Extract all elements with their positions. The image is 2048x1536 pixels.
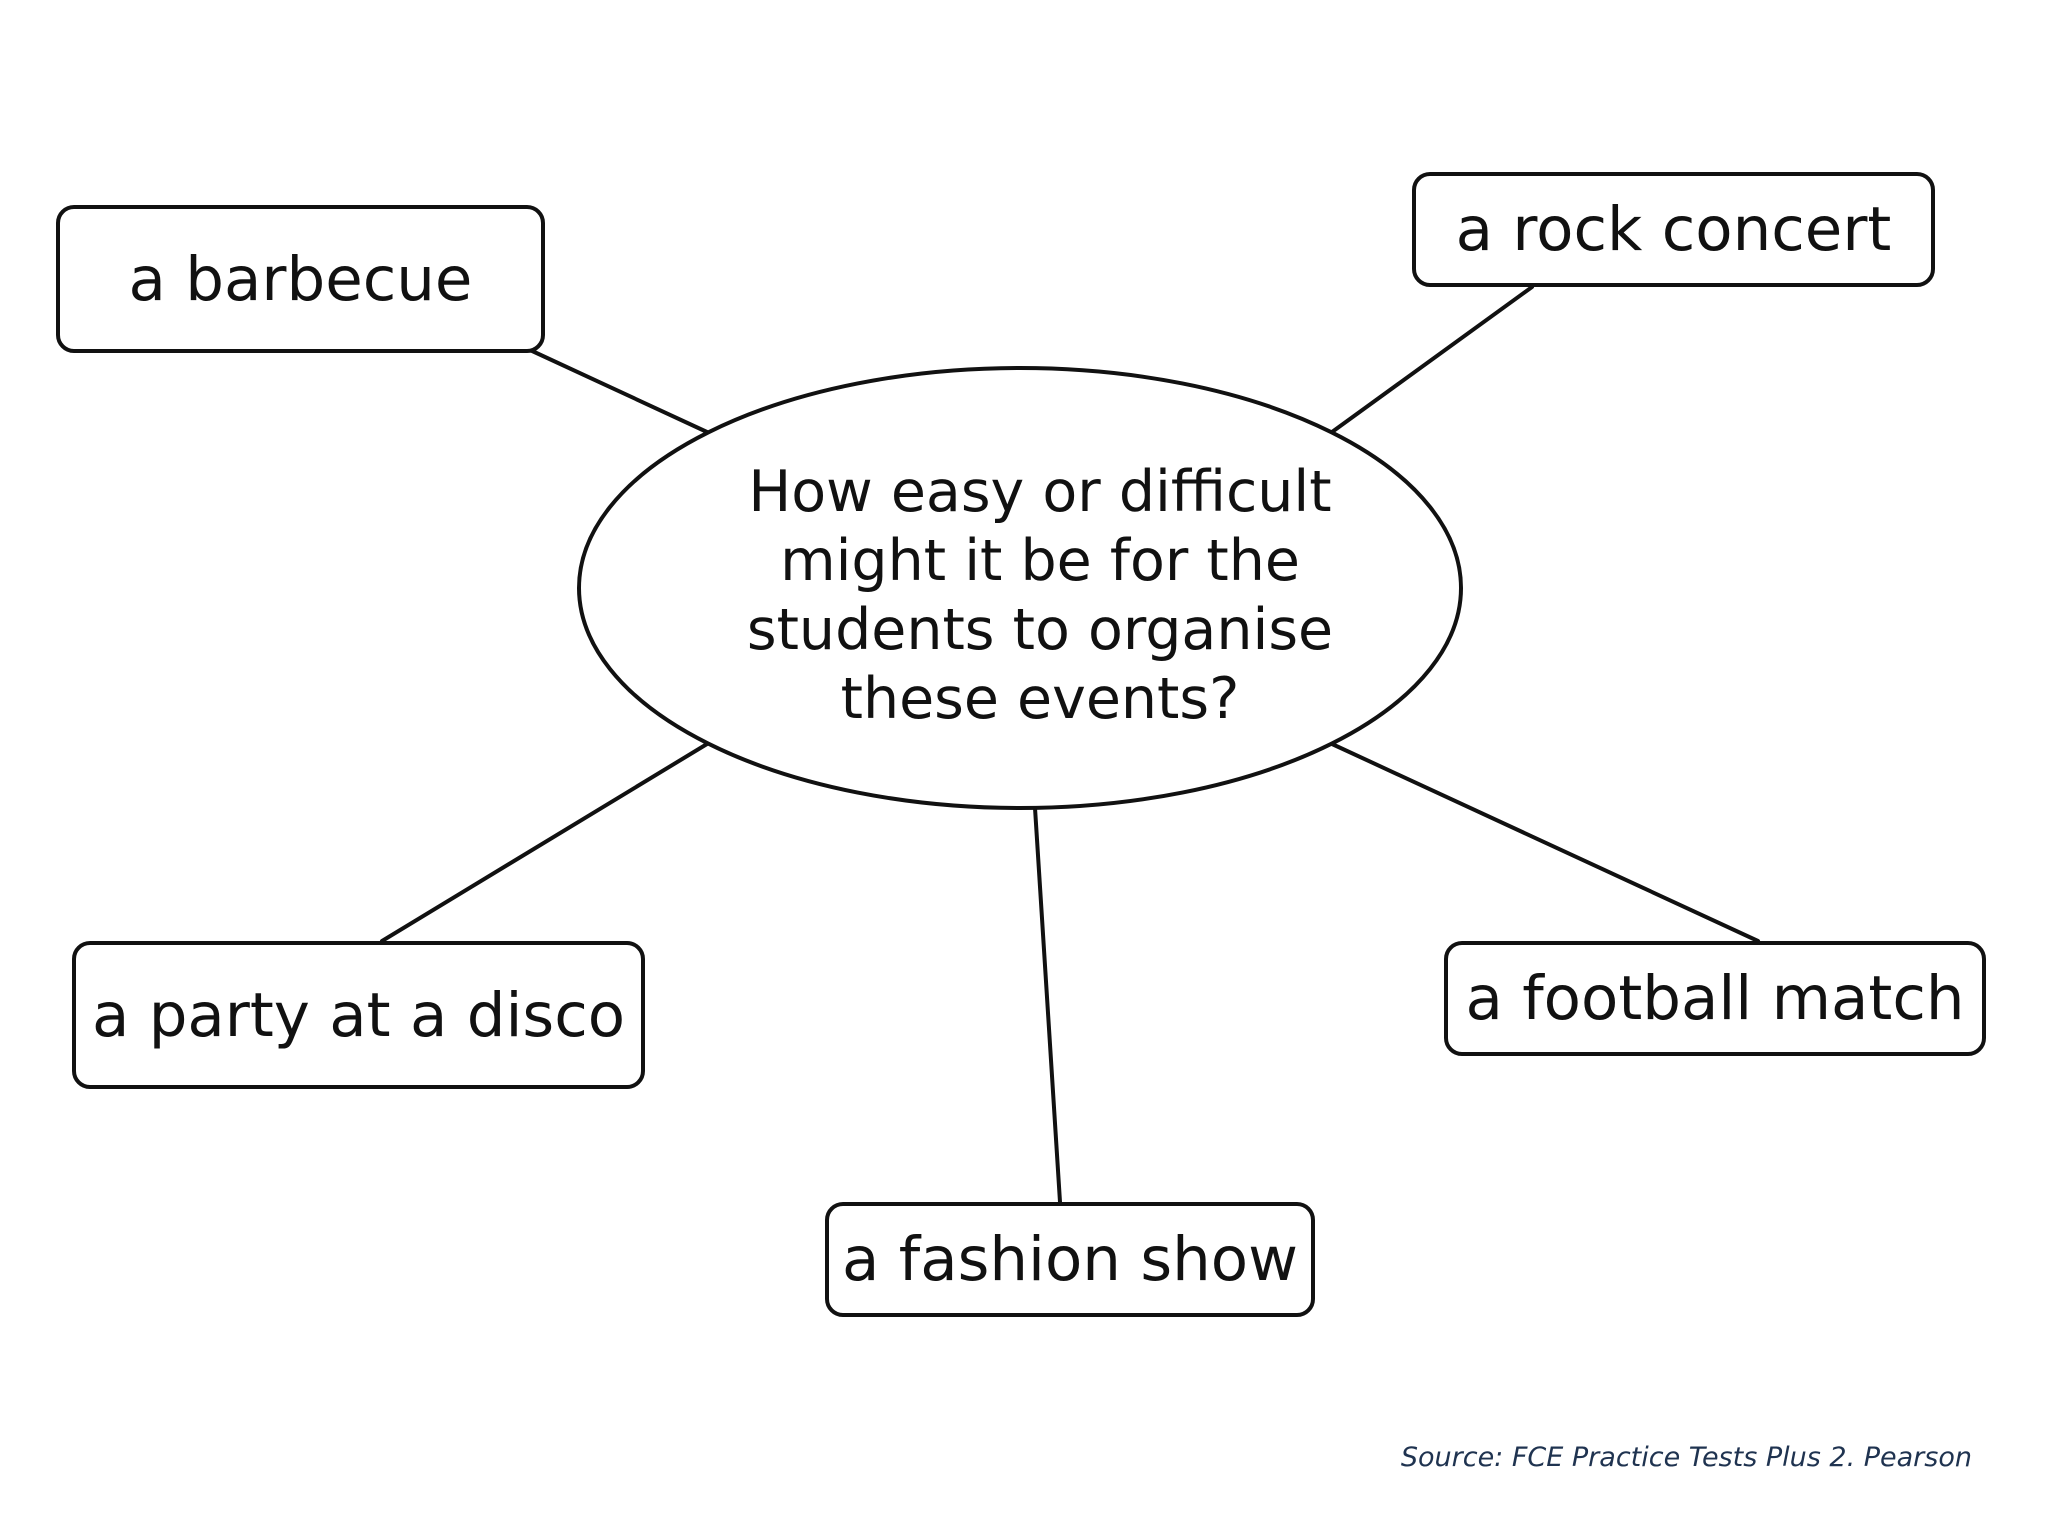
center-question-line: these events? bbox=[840, 666, 1240, 732]
center-ellipse bbox=[577, 366, 1463, 810]
option-party-at-a-disco: a party at a disco bbox=[72, 941, 645, 1089]
connector-fashion-show bbox=[1033, 806, 1062, 1204]
center-question-line: students to organise bbox=[746, 597, 1334, 663]
option-fashion-show: a fashion show bbox=[825, 1202, 1315, 1317]
connector-football-match bbox=[1330, 742, 1760, 943]
connector-party-disco bbox=[380, 742, 709, 943]
center-question: How easy or difficult might it be for th… bbox=[640, 458, 1440, 734]
center-question-line: How easy or difficult bbox=[748, 459, 1332, 525]
connector-rock-concert bbox=[1330, 285, 1534, 434]
option-football-match: a football match bbox=[1444, 941, 1986, 1056]
option-rock-concert: a rock concert bbox=[1412, 172, 1935, 287]
center-question-line: might it be for the bbox=[780, 528, 1300, 594]
source-credit: Source: FCE Practice Tests Plus 2. Pears… bbox=[1400, 1442, 1972, 1473]
connector-barbecue bbox=[528, 348, 709, 434]
option-barbecue: a barbecue bbox=[56, 205, 545, 353]
